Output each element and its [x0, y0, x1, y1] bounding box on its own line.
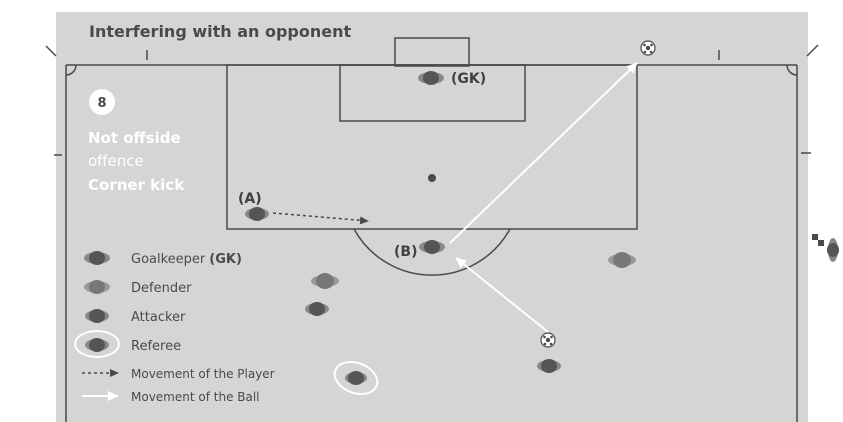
soccer-ball-icon: [540, 332, 556, 348]
legend-attacker-icon: [85, 309, 109, 323]
attacker-a-icon: [245, 207, 269, 221]
decision-line-1: Not offside: [88, 129, 181, 147]
legend-goalkeeper: Goalkeeper(GK): [131, 252, 242, 267]
decision-line-2: offence: [88, 152, 144, 170]
goal-net: [394, 37, 470, 67]
goalkeeper-icon: [418, 71, 444, 85]
goalkeeper-label: (GK): [451, 71, 486, 87]
attacker-a-label: (A): [238, 191, 262, 207]
corner-mark-left: [45, 45, 57, 57]
legend: Goalkeeper(GK) Defender Attacker Referee…: [74, 251, 275, 404]
penalty-spot: [428, 174, 436, 182]
referee-icon: [345, 371, 367, 385]
corner-arc-left: [65, 64, 77, 76]
attacker-icon: [305, 302, 329, 316]
legend-defender-icon: [84, 280, 110, 294]
legend-defender: Defender: [131, 281, 192, 296]
diagram-title: Interfering with an opponent: [89, 22, 351, 41]
corner-flag-icon: [812, 234, 824, 246]
legend-attacker: Attacker: [131, 310, 186, 325]
diagram-number-badge: [89, 89, 115, 115]
legend-referee-icon: [85, 338, 109, 352]
legend-movement-player: Movement of the Player: [131, 367, 275, 381]
legend-goalkeeper-abbr: (GK): [209, 252, 242, 267]
goal-frame: [388, 32, 473, 64]
diagram-number: 8: [97, 96, 106, 111]
goal-area: [339, 64, 526, 122]
player-movement-arrow: [272, 212, 369, 225]
ball-movement-arrow: [449, 62, 638, 244]
legend-goalkeeper-icon: [84, 251, 110, 265]
ball-movement-arrow: [455, 257, 549, 333]
referee-ring: [333, 361, 379, 395]
legend-referee-ring: [74, 330, 120, 358]
defender-b-icon: [419, 240, 445, 254]
soccer-ball-icon: [640, 40, 656, 56]
legend-referee: Referee: [131, 339, 181, 354]
corner-mark-right: [806, 44, 819, 57]
corner-arc-right: [786, 64, 798, 76]
defender-icon: [608, 252, 636, 268]
attacker-icon: [537, 359, 561, 373]
decision-line-3: Corner kick: [88, 176, 185, 194]
defender-icon: [311, 273, 339, 289]
assistant-referee-icon: [827, 238, 839, 262]
legend-movement-ball: Movement of the Ball: [131, 390, 260, 404]
defender-b-label: (B): [394, 244, 417, 260]
penalty-arc: [353, 228, 511, 276]
legend-goalkeeper-text: Goalkeeper: [131, 252, 206, 267]
